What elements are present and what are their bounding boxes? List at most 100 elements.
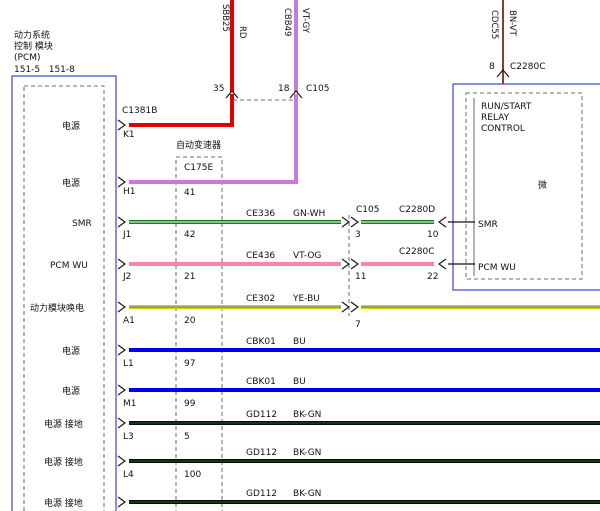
- pin-label: J2: [122, 272, 131, 282]
- trans-pin-label: 21: [184, 272, 195, 282]
- wire-color-label: BU: [293, 377, 306, 387]
- circuit-label: GD112: [246, 489, 277, 499]
- pin-label: M1: [123, 399, 137, 409]
- pin-label: L4: [123, 470, 134, 480]
- row-j1: SMR J1 42 CE336 GN-WH C105 3 C2280D 10: [72, 205, 475, 240]
- wire-color-label: BK-GN: [293, 410, 321, 420]
- relay-label-line3: CONTROL: [481, 124, 525, 134]
- wire-color-label: VT-OG: [293, 251, 321, 261]
- trans-pin-label: 5: [184, 432, 190, 442]
- wire-color-label: BK-GN: [293, 489, 321, 499]
- wire-color-label: GN-WH: [293, 209, 325, 219]
- relay-label-line2: RELAY: [481, 113, 510, 123]
- pin-label: H1: [123, 187, 136, 197]
- relay-label-line1: RUN/START: [481, 102, 532, 112]
- circuit-label: CE336: [246, 209, 275, 219]
- top-wire-cbb49: CBB49 VT-GY 18 C105: [129, 0, 329, 184]
- c105-pin-label: 3: [355, 230, 361, 240]
- c2280-label: C2280D: [399, 205, 435, 215]
- circuit-label: GD112: [246, 410, 277, 420]
- connector-chevron: [117, 455, 126, 467]
- pin-label: A1: [123, 316, 135, 326]
- connector-chevron-c2280c: [438, 258, 447, 270]
- row-l3: 电源 接地 L3 5 GD112 BK-GN: [44, 410, 600, 442]
- row-label: 电源: [62, 120, 80, 132]
- circuit-label: CE436: [246, 251, 275, 261]
- connector-chevron-8: [496, 69, 510, 78]
- pcm-module: 动力系统 控制 模块 (PCM) 151-5 151-8 C1381B: [11, 29, 157, 511]
- connector-chevron-c105-b: [350, 216, 359, 228]
- row-m1: 电源 M1 99 CBK01 BU: [62, 377, 600, 409]
- trans-pin-label: 42: [184, 230, 195, 240]
- connector-chevron: [117, 344, 126, 356]
- top-conn-c105: C105: [306, 84, 329, 94]
- connector-chevron: [117, 301, 126, 313]
- top-color-cdc55: BN-VT: [507, 10, 517, 37]
- row-label: 电源: [62, 177, 80, 189]
- row-label: SMR: [72, 219, 92, 229]
- pcm-inner-dashed: [23, 85, 105, 511]
- row-k1: 电源 K1: [62, 119, 135, 140]
- pcm-pages: 151-5 151-8: [14, 65, 75, 75]
- connector-chevron-c105: [341, 216, 350, 228]
- row-label: 电源 接地: [44, 497, 83, 509]
- top-circuit-cbb49: CBB49: [282, 8, 292, 36]
- top-wire-cdc55: CDC55 BN-VT 8 C2280C: [489, 0, 545, 84]
- trans-dashed-box: [175, 156, 223, 511]
- trans-pin-label: 100: [184, 470, 201, 480]
- pin-label: J1: [122, 230, 131, 240]
- pcm-title-line1: 动力系统: [14, 29, 50, 41]
- connector-chevron-c105-b: [350, 258, 359, 270]
- top-wire-sbb25: SBB25 RD 35: [129, 0, 247, 127]
- connector-chevron: [117, 384, 126, 396]
- c2280-pin-label: 22: [427, 272, 438, 282]
- trans-pin-label: 41: [184, 188, 195, 198]
- trans-title: 自动变速器: [176, 139, 221, 151]
- relay-micro: 微: [538, 179, 547, 191]
- connector-chevron-35: [225, 90, 239, 99]
- connector-chevron-c105: [341, 301, 350, 313]
- trans-pin-label: 99: [184, 399, 196, 409]
- row-label: 动力模块唤电: [30, 302, 84, 314]
- trans-connector-label: C175E: [184, 163, 213, 173]
- c2280-label: C2280C: [399, 247, 434, 257]
- relay-inner-dashed: [465, 92, 583, 280]
- relay-outline: [452, 83, 600, 291]
- connector-chevron-18: [289, 90, 303, 99]
- c105-label: C105: [356, 205, 379, 215]
- connector-chevron-c105: [341, 258, 350, 270]
- relay-pcmwu: PCM WU: [478, 263, 516, 273]
- pcm-title-line2: 控制 模块: [14, 40, 53, 52]
- pcm-connector-label: C1381B: [122, 106, 157, 116]
- trans-pin-label: 20: [184, 316, 196, 326]
- row-label: 电源: [62, 385, 80, 397]
- circuit-label: CBK01: [246, 377, 276, 387]
- row-label: 电源: [62, 345, 80, 357]
- top-pin-18: 18: [278, 84, 290, 94]
- top-conn-c2280c: C2280C: [510, 62, 545, 72]
- connector-chevron-c2280d: [438, 216, 447, 228]
- connector-chevron: [117, 176, 126, 188]
- top-color-cbb49: VT-GY: [300, 8, 310, 34]
- pin-label: K1: [123, 130, 135, 140]
- connector-chevron: [117, 496, 126, 508]
- c2280-pin-label: 10: [427, 230, 439, 240]
- row-label: PCM WU: [50, 261, 88, 271]
- circuit-label: GD112: [246, 448, 277, 458]
- pin-label: L1: [123, 359, 134, 369]
- row-label: 电源 接地: [44, 456, 83, 468]
- row-label: 电源 接地: [44, 418, 83, 430]
- pcm-title-line3: (PCM): [14, 53, 41, 63]
- connector-chevron: [117, 417, 126, 429]
- c105-pin-label: 11: [355, 272, 366, 282]
- trans-pin-label: 97: [184, 359, 195, 369]
- connector-chevron: [117, 119, 126, 131]
- connector-chevron: [117, 216, 126, 228]
- wire-color-label: YE-BU: [292, 294, 320, 304]
- wire-color-label: BK-GN: [293, 448, 321, 458]
- wire-color-label: BU: [293, 337, 306, 347]
- row-j2: PCM WU J2 21 CE436 VT-OG 11 C2280C 22: [50, 247, 475, 282]
- top-circuit-sbb25: SBB25: [220, 4, 230, 32]
- pin-label: L3: [123, 432, 134, 442]
- relay-module: RUN/START RELAY CONTROL 微 SMR PCM WU: [452, 83, 600, 291]
